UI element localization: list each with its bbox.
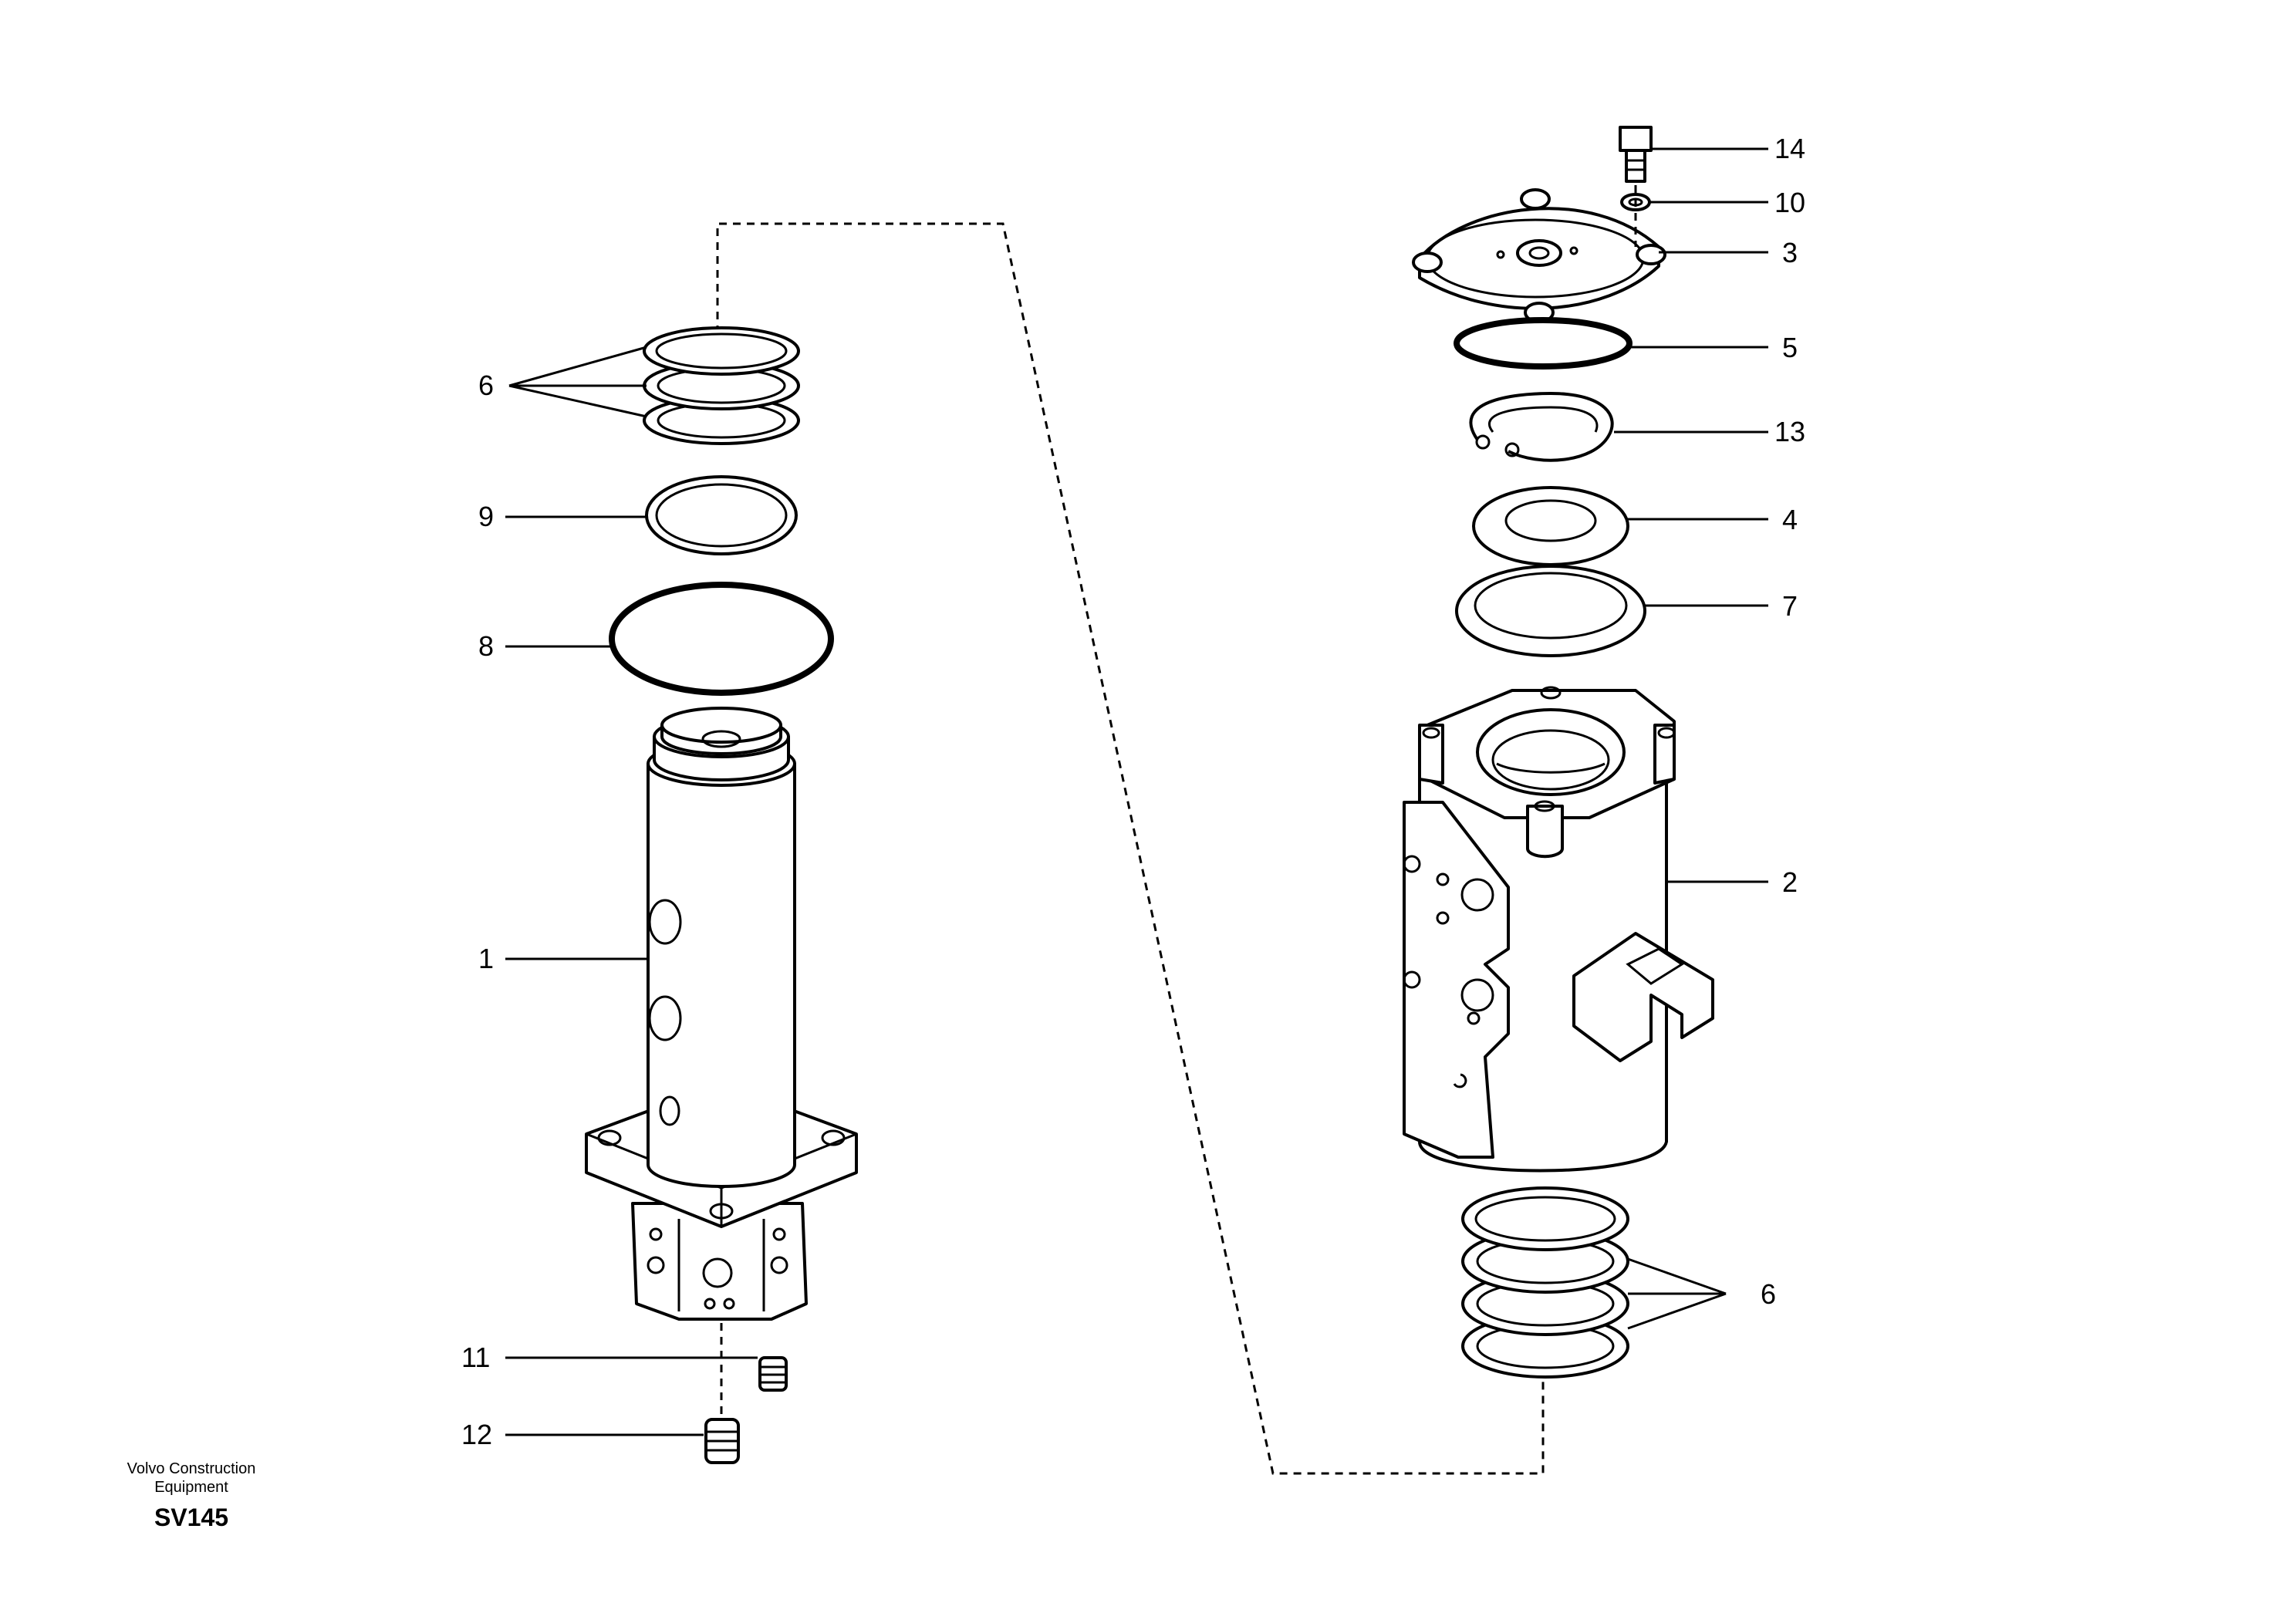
callout-3: 3 bbox=[1782, 237, 1798, 268]
manufacturer-line-2: Equipment bbox=[154, 1479, 228, 1496]
callout-1: 1 bbox=[478, 943, 494, 974]
part-2-swivel-body bbox=[1403, 686, 1714, 1173]
part-6-seal-rings-right bbox=[1461, 1186, 1629, 1379]
part-7-ring bbox=[1455, 565, 1646, 657]
callout-5: 5 bbox=[1782, 332, 1798, 363]
callout-2: 2 bbox=[1782, 866, 1798, 898]
callout-7: 7 bbox=[1782, 590, 1798, 622]
callout-4: 4 bbox=[1782, 504, 1798, 535]
part-14-bolt bbox=[1619, 126, 1653, 183]
callout-6-right: 6 bbox=[1761, 1278, 1776, 1310]
callout-12: 12 bbox=[461, 1419, 492, 1450]
callout-9: 9 bbox=[478, 501, 494, 532]
part-13-snap-ring bbox=[1469, 392, 1614, 462]
manufacturer-line-1: Volvo Construction bbox=[127, 1460, 256, 1477]
callout-6-left: 6 bbox=[478, 370, 494, 401]
part-12-plug bbox=[704, 1418, 740, 1464]
leader-lines bbox=[505, 147, 1768, 1436]
callout-labels: 6 9 8 1 11 12 14 10 3 5 13 4 7 2 6 bbox=[461, 133, 1805, 1450]
part-4-thrust-washer bbox=[1472, 486, 1629, 566]
callout-14: 14 bbox=[1774, 133, 1805, 164]
part-3-cover-plate bbox=[1412, 188, 1666, 323]
part-9-ring bbox=[645, 475, 798, 555]
assembly-connector-dashed-line bbox=[716, 222, 1545, 1475]
part-11-plug bbox=[758, 1356, 788, 1392]
callout-11: 11 bbox=[461, 1342, 490, 1373]
callout-10: 10 bbox=[1774, 187, 1805, 218]
callout-8: 8 bbox=[478, 630, 494, 662]
part-1-center-shaft bbox=[585, 707, 858, 1321]
part-8-o-ring bbox=[609, 582, 834, 696]
part-5-o-ring bbox=[1454, 317, 1633, 370]
callout-13: 13 bbox=[1774, 416, 1805, 447]
part-6-seal-rings-left bbox=[643, 326, 800, 445]
footer: Volvo Construction Equipment SV145 bbox=[127, 1460, 256, 1531]
model-code: SV145 bbox=[154, 1504, 228, 1531]
